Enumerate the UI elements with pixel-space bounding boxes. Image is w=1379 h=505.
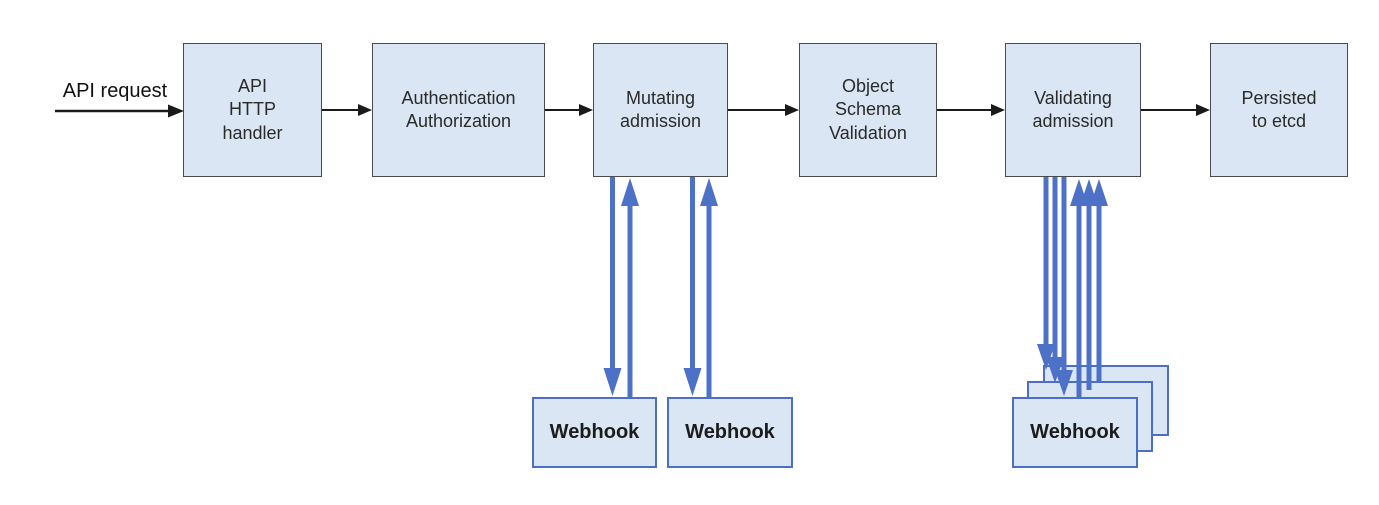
- mutating-webhook-1-up-arrow: [621, 178, 639, 397]
- stage-validating-admission-label: Validating admission: [1032, 87, 1114, 131]
- api-request-arrow: [55, 104, 184, 118]
- stage-mutating-admission: Mutating admission: [593, 43, 728, 177]
- validating-webhook-box-front: Webhook: [1012, 397, 1138, 468]
- validating-webhook-down-arrow-1: [1037, 177, 1055, 370]
- stage-mutating-admission-label: Mutating admission: [619, 87, 702, 131]
- mutating-webhook-box-1: Webhook: [532, 397, 657, 468]
- mutating-webhook-2-up-arrow: [700, 178, 718, 397]
- stage-object-schema-validation: Object Schema Validation: [799, 43, 937, 177]
- stage-persisted-to-etcd: Persisted to etcd: [1210, 43, 1348, 177]
- connector-arrow-1: [322, 104, 372, 116]
- mutating-webhook-2-down-arrow: [683, 177, 702, 396]
- validating-webhook-up-arrow-3: [1090, 179, 1108, 382]
- mutating-webhook-2-label: Webhook: [685, 421, 775, 443]
- mutating-webhook-1-down-arrow: [603, 177, 622, 396]
- validating-webhook-down-arrow-3: [1055, 177, 1073, 396]
- connector-arrow-3: [728, 104, 799, 116]
- api-request-label: API request: [62, 80, 168, 102]
- validating-webhook-label: Webhook: [1030, 421, 1120, 443]
- connector-arrow-4: [937, 104, 1005, 116]
- stage-api-http-handler: API HTTP handler: [183, 43, 322, 177]
- stage-authentication-authorization: Authentication Authorization: [372, 43, 545, 177]
- validating-webhook-down-arrow-2: [1046, 177, 1064, 383]
- stage-api-http-handler-label: API HTTP handler: [222, 75, 283, 143]
- stage-validating-admission: Validating admission: [1005, 43, 1141, 177]
- stage-object-schema-validation-label: Object Schema Validation: [829, 75, 907, 143]
- connector-arrow-5: [1141, 104, 1210, 116]
- mutating-webhook-box-2: Webhook: [667, 397, 793, 468]
- validating-webhook-up-arrow-2: [1080, 179, 1098, 390]
- connector-arrow-2: [545, 104, 593, 116]
- stage-persisted-to-etcd-label: Persisted to etcd: [1241, 87, 1317, 131]
- mutating-webhook-1-label: Webhook: [549, 421, 640, 443]
- stage-authentication-authorization-label: Authentication Authorization: [401, 87, 516, 131]
